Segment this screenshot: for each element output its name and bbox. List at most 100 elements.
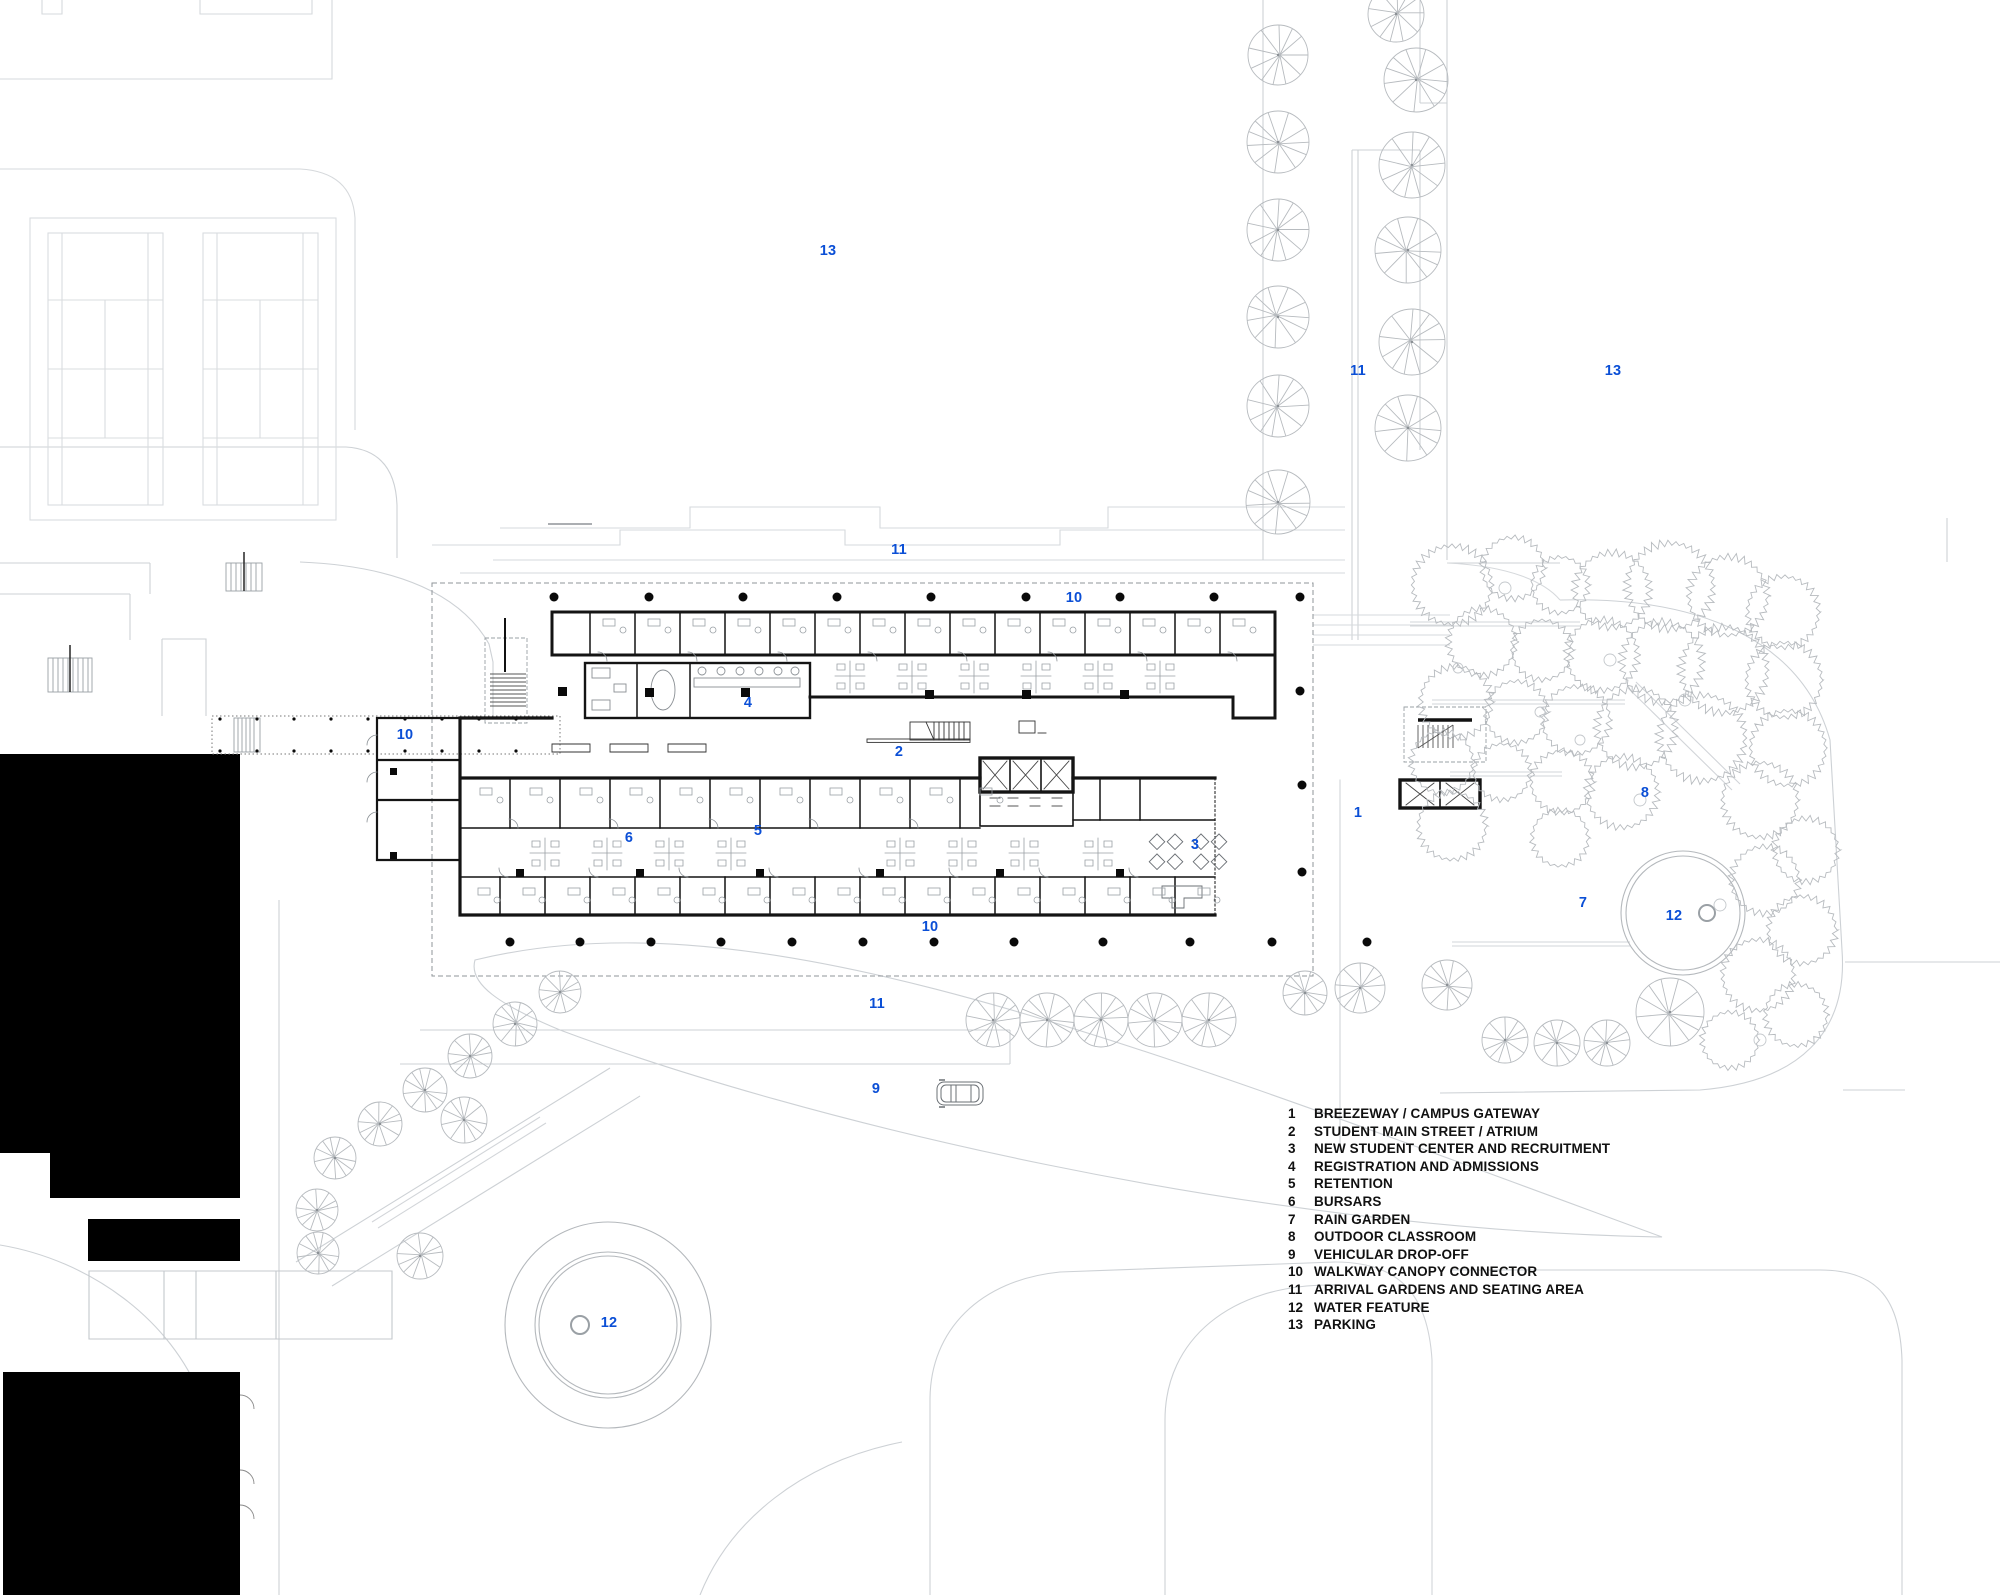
legend-number: 13 <box>1288 1317 1304 1333</box>
legend-label: REGISTRATION AND ADMISSIONS <box>1314 1158 1539 1174</box>
tree-icon <box>1019 992 1075 1048</box>
tree-icon <box>1582 752 1663 832</box>
tree-icon <box>440 1096 488 1144</box>
legend-row-2: 2 STUDENT MAIN STREET / ATRIUM <box>1288 1123 1610 1141</box>
existing-buildings <box>0 754 255 1595</box>
legend-label: VEHICULAR DROP-OFF <box>1314 1246 1469 1262</box>
tree-icon <box>1770 814 1843 886</box>
plan-label-9: 9 <box>871 1081 881 1097</box>
car-icon <box>936 1079 984 1108</box>
tree-icon <box>1407 727 1477 797</box>
tree-icon <box>1374 394 1442 462</box>
legend-row-4: 4 REGISTRATION AND ADMISSIONS <box>1288 1158 1610 1176</box>
legend-number: 2 <box>1288 1123 1296 1139</box>
tree-icon <box>1761 980 1831 1049</box>
tree-icon <box>1374 216 1442 284</box>
tree-icon <box>1444 604 1520 680</box>
plan-label-10: 10 <box>921 919 939 935</box>
tree-icon <box>1744 640 1825 720</box>
plan-label-11: 11 <box>891 542 907 558</box>
tree-icon <box>1367 0 1425 43</box>
canopy-outline <box>211 582 1487 977</box>
tree-icon <box>1415 789 1490 863</box>
tree-icon <box>1421 959 1473 1011</box>
legend: 1 BREEZEWAY / CAMPUS GATEWAY 2 STUDENT MAIN… <box>1288 1105 1610 1334</box>
plan-label-13: 13 <box>1604 363 1622 379</box>
tree-icon <box>1246 374 1310 438</box>
tree-icon <box>1481 1016 1529 1064</box>
legend-number: 8 <box>1288 1229 1296 1245</box>
legend-number: 1 <box>1288 1106 1296 1121</box>
tree-icon <box>1246 110 1310 174</box>
tree-icon <box>1416 662 1497 742</box>
tree-icon <box>1635 977 1705 1047</box>
tree-icon <box>1246 198 1310 262</box>
tree-icon <box>1685 552 1772 638</box>
tree-icon <box>1719 936 1797 1014</box>
tree-icon <box>1616 616 1707 707</box>
tree-icon <box>1591 683 1680 772</box>
legend-number: 4 <box>1288 1158 1296 1174</box>
tree-icon <box>1471 742 1535 804</box>
column-dots <box>218 592 1372 947</box>
tree-icon <box>1538 683 1614 758</box>
tree-icon <box>1334 962 1386 1014</box>
plan-label-4: 4 <box>743 695 753 711</box>
plan-label-8: 8 <box>1640 785 1650 801</box>
tree-icon <box>1481 678 1552 747</box>
tree-icon <box>1073 992 1129 1048</box>
water-features <box>504 850 1746 1429</box>
legend-number: 10 <box>1288 1264 1304 1280</box>
tree-icon <box>1181 992 1237 1048</box>
tree-icon <box>402 1067 448 1113</box>
tree-icon <box>357 1101 403 1147</box>
tree-icon <box>1245 469 1311 535</box>
tree-icon <box>1246 285 1310 349</box>
plan-label-6: 6 <box>624 830 634 846</box>
legend-label: BURSARS <box>1314 1193 1382 1209</box>
tree-icon <box>1621 539 1717 635</box>
tree-icon <box>538 970 582 1014</box>
legend-label: BREEZEWAY / CAMPUS GATEWAY <box>1314 1106 1541 1121</box>
tree-icon <box>1528 806 1592 868</box>
legend-row-12: 12 WATER FEATURE <box>1288 1299 1610 1317</box>
legend-label: STUDENT MAIN STREET / ATRIUM <box>1314 1123 1539 1139</box>
tree-icon <box>1282 970 1328 1016</box>
legend-number: 12 <box>1288 1299 1304 1315</box>
legend-number: 3 <box>1288 1141 1296 1157</box>
legend-number: 5 <box>1288 1176 1296 1192</box>
deciduous-trees <box>1407 534 1843 1072</box>
legend-label: WATER FEATURE <box>1314 1299 1430 1315</box>
plan-label-5: 5 <box>753 823 763 839</box>
tree-icon <box>296 1231 340 1275</box>
tree-icon <box>1509 618 1577 684</box>
legend-row-8: 8 OUTDOOR CLASSROOM <box>1288 1228 1610 1246</box>
tree-icon <box>1383 47 1449 113</box>
tree-icon <box>1127 992 1183 1048</box>
legend-label: PARKING <box>1314 1317 1376 1333</box>
tree-icon <box>1478 534 1549 603</box>
tree-icon <box>1562 615 1642 695</box>
building-walls <box>366 610 1482 1151</box>
tree-icon <box>1720 760 1802 841</box>
legend-label: OUTDOOR CLASSROOM <box>1314 1229 1477 1245</box>
legend-number: 11 <box>1288 1281 1303 1297</box>
tree-icon <box>1765 893 1840 967</box>
tree-icon <box>396 1232 444 1280</box>
tree-icon <box>1533 1019 1581 1067</box>
tree-icon <box>1675 622 1770 718</box>
tree-icon <box>1530 554 1593 616</box>
tree-icon <box>1378 131 1446 199</box>
tree-icon <box>313 1136 357 1180</box>
legend-label: WALKWAY CANOPY CONNECTOR <box>1314 1264 1538 1280</box>
tree-icon <box>295 1188 339 1232</box>
tree-icon <box>447 1033 493 1079</box>
